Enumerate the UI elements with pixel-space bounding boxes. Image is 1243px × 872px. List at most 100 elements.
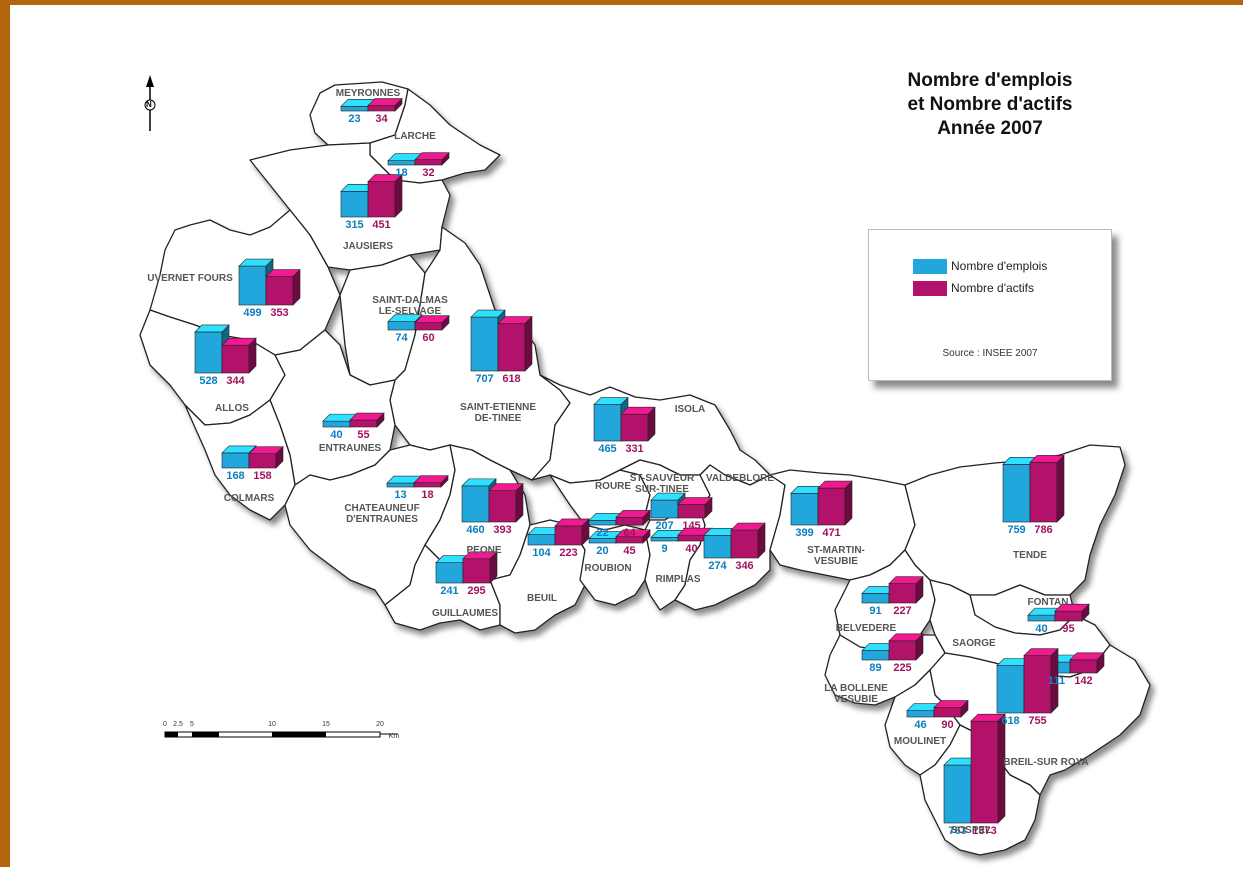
value-emplois-entraunes: 40 <box>330 429 343 441</box>
legend-label-emplois: Nombre d'emplois <box>951 259 1048 273</box>
value-actifs-jausiers: 451 <box>372 219 391 231</box>
bar-actifs-peone <box>488 482 524 523</box>
map-title: Nombre d'emplois et Nombre d'actifs Anné… <box>865 69 1115 141</box>
bar-actifs-entraunes <box>349 412 385 428</box>
commune-name-saint-etienne-de-tinee: SAINT-ETIENNE DE-TINEE <box>459 402 537 424</box>
bar-group-guillaumes <box>435 551 498 584</box>
legend-source: Source : INSEE 2007 <box>942 348 1038 359</box>
value-emplois-tende: 759 <box>1007 524 1026 536</box>
bar-actifs-colmars <box>248 445 284 469</box>
bar-group-jausiers <box>340 173 403 218</box>
value-emplois-belvedere: 91 <box>869 605 882 617</box>
value-actifs-peone: 393 <box>493 524 512 536</box>
value-actifs-sospel: 1373 <box>972 825 997 837</box>
value-emplois-la-bollene-vesubie: 89 <box>869 662 882 674</box>
bar-group-sospel <box>943 713 1006 824</box>
bar-actifs-saint-dalmas-le-selvage <box>414 314 450 331</box>
value-emplois-isola: 465 <box>598 443 617 455</box>
bar-group-saint-dalmas-le-selvage <box>387 313 450 331</box>
bar-group-allos <box>194 324 257 374</box>
value-actifs-breil-sur-roya: 755 <box>1028 715 1047 727</box>
north-arrow-icon <box>144 75 156 131</box>
value-actifs-belvedere: 227 <box>893 605 912 617</box>
legend-label-actifs: Nombre d'actifs <box>951 281 1034 295</box>
value-emplois-jausiers: 315 <box>345 219 364 231</box>
bar-group-roure <box>588 509 651 526</box>
bar-group-colmars <box>221 445 284 469</box>
value-emplois-allos: 528 <box>199 375 218 387</box>
value-emplois-saint-etienne-de-tinee: 707 <box>475 373 494 385</box>
commune-name-isola: ISOLA <box>674 404 706 415</box>
scale-unit: Km <box>388 733 400 740</box>
bar-actifs-saorge <box>1069 652 1105 674</box>
value-actifs-meyronnes: 34 <box>375 113 388 125</box>
value-actifs-tende: 786 <box>1034 524 1053 536</box>
legend-item-actifs: Nombre d'actifs <box>913 280 1034 297</box>
value-actifs-st-sauveur-sur-tinee: 145 <box>682 520 701 532</box>
value-emplois-meyronnes: 23 <box>348 113 361 125</box>
scale-tick-3: 10 <box>268 721 276 728</box>
commune-name-rimplas: RIMPLAS <box>655 574 701 585</box>
bar-actifs-moulinet <box>933 699 969 718</box>
commune-name-valdeblore: VALDEBLORE <box>705 473 775 484</box>
bar-group-moulinet <box>906 699 969 718</box>
bar-actifs-roubion <box>615 529 651 544</box>
bar-actifs-jausiers <box>367 173 403 218</box>
value-actifs-rimplas: 40 <box>685 543 698 555</box>
title-line-1: Nombre d'emplois <box>907 70 1073 91</box>
scale-tick-1: 2.5 <box>173 721 183 728</box>
bar-actifs-la-bollene-vesubie <box>888 633 924 661</box>
value-emplois-moulinet: 46 <box>914 719 927 731</box>
value-actifs-fontan: 95 <box>1062 623 1075 635</box>
value-actifs-chateauneuf-d-entraunes: 18 <box>421 489 434 501</box>
value-emplois-sospel: 763 <box>948 825 967 837</box>
bar-group-belvedere <box>861 575 924 604</box>
value-emplois-uvernet-fours: 499 <box>243 307 262 319</box>
value-emplois-fontan: 40 <box>1035 623 1048 635</box>
bar-actifs-isola <box>620 406 656 442</box>
value-actifs-beuil: 223 <box>559 547 578 559</box>
commune-name-larche: LARCHE <box>394 131 436 142</box>
value-emplois-valdeblore: 274 <box>708 560 727 572</box>
bar-actifs-valdeblore <box>730 522 766 559</box>
commune-name-sospel: SOSPEL <box>950 825 992 836</box>
legend-swatch-emplois <box>913 259 947 275</box>
region-beuil <box>489 519 586 634</box>
value-emplois-saint-dalmas-le-selvage: 74 <box>395 332 408 344</box>
bar-group-meyronnes <box>340 97 403 112</box>
value-actifs-roure: 64 <box>623 527 636 539</box>
bar-group-st-sauveur-sur-tinee <box>650 492 713 519</box>
value-emplois-roure: 22 <box>596 527 609 539</box>
bar-group-saint-etienne-de-tinee <box>470 309 533 372</box>
commune-name-jausiers: JAUSIERS <box>342 241 393 252</box>
bar-group-fontan <box>1027 603 1090 622</box>
value-actifs-larche: 32 <box>422 167 435 179</box>
bar-actifs-chateauneuf-d-entraunes <box>413 474 449 488</box>
bar-actifs-allos <box>221 337 257 374</box>
bar-group-breil-sur-roya <box>996 647 1059 714</box>
commune-name-saorge: SAORGE <box>952 638 996 649</box>
commune-name-peone: PEONE <box>466 545 502 556</box>
value-emplois-chateauneuf-d-entraunes: 13 <box>394 489 407 501</box>
commune-name-colmars: COLMARS <box>223 493 275 504</box>
commune-name-entraunes: ENTRAUNES <box>318 443 382 454</box>
value-actifs-isola: 331 <box>625 443 644 455</box>
commune-name-la-bollene-vesubie: LA BOLLENE VESUBIE <box>824 683 888 705</box>
scale-tick-0: 0 <box>163 721 167 728</box>
value-emplois-breil-sur-roya: 618 <box>1001 715 1020 727</box>
commune-name-roure: ROURE <box>594 481 632 492</box>
value-actifs-saorge: 142 <box>1074 675 1093 687</box>
bar-actifs-belvedere <box>888 575 924 604</box>
bar-group-st-martin-vesubie <box>790 480 853 526</box>
value-emplois-larche: 18 <box>395 167 408 179</box>
bar-group-beuil <box>527 518 590 546</box>
value-emplois-st-martin-vesubie: 399 <box>795 527 814 539</box>
commune-name-meyronnes: MEYRONNES <box>335 88 401 99</box>
bar-group-larche <box>387 151 450 166</box>
bar-layer <box>194 97 1105 824</box>
commune-name-st-martin-vesubie: ST-MARTIN-VESUBIE <box>807 545 865 567</box>
value-actifs-roubion: 45 <box>623 545 636 557</box>
bar-group-peone <box>461 478 524 523</box>
legend: Nombre d'emplois Nombre d'actifs Source … <box>868 229 1112 381</box>
scale-tick-2: 5 <box>190 721 194 728</box>
